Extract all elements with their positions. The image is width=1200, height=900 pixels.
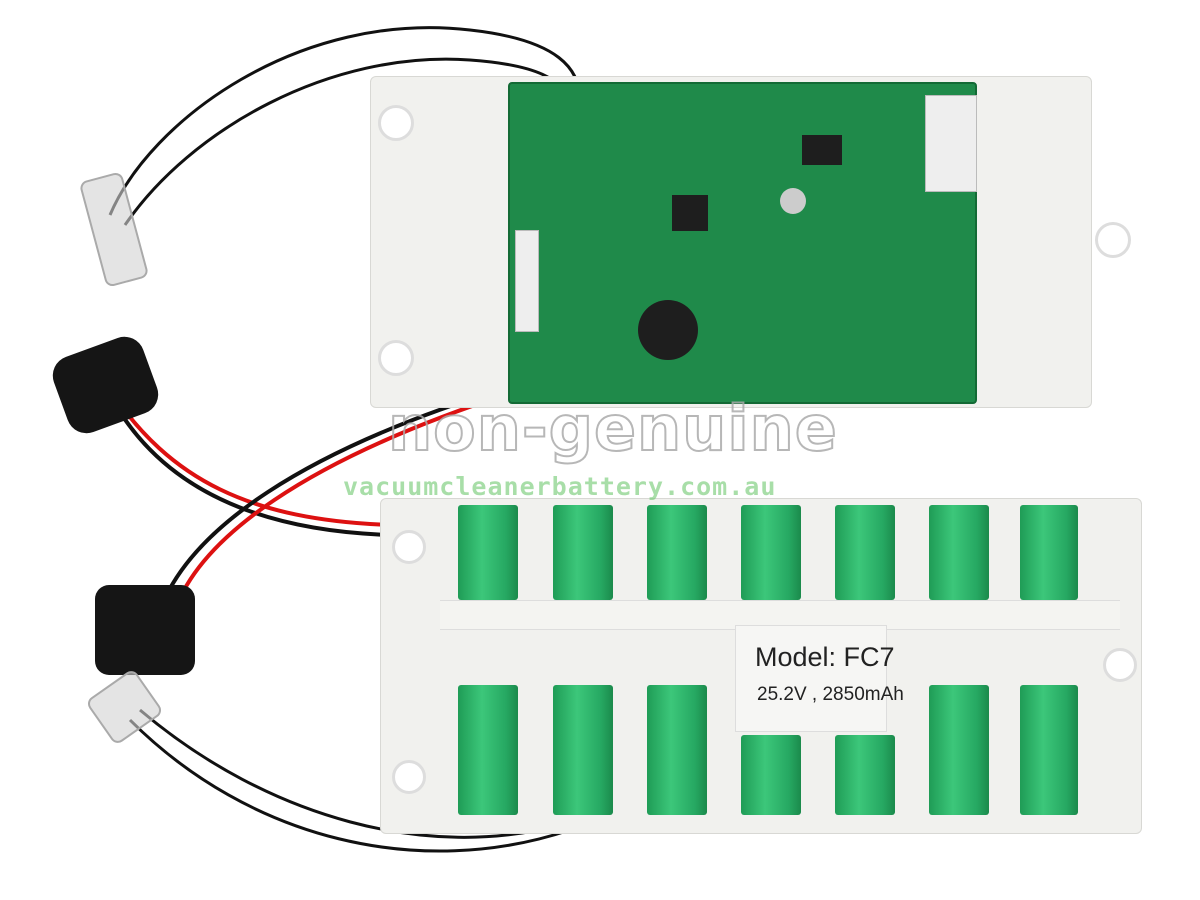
mount-hole <box>392 530 426 564</box>
battery-cell <box>1020 685 1078 815</box>
buzzer <box>638 300 698 360</box>
battery-cell <box>741 735 801 815</box>
battery-cell <box>741 505 801 600</box>
mount-hole <box>378 340 414 376</box>
wire-connector <box>515 230 539 332</box>
model-text: Model: FC7 <box>755 642 895 672</box>
battery-cell <box>553 685 613 815</box>
battery-cell <box>929 685 989 815</box>
mount-hole <box>1095 222 1131 258</box>
battery-cell <box>647 685 707 815</box>
battery-cell <box>647 505 707 600</box>
battery-cell <box>1020 505 1078 600</box>
mount-hole <box>378 105 414 141</box>
watermark-site: vacuumcleanerbattery.com.au <box>343 472 777 501</box>
plug-connector <box>95 585 195 675</box>
battery-cell <box>835 735 895 815</box>
battery-cell <box>458 505 518 600</box>
battery-cell <box>835 505 895 600</box>
battery-cell <box>929 505 989 600</box>
microcontroller-chip <box>672 195 708 231</box>
watermark-non-genuine: non-genuine <box>387 391 838 466</box>
mount-hole <box>392 760 426 794</box>
mount-hole <box>1103 648 1137 682</box>
circuit-board <box>508 82 977 404</box>
product-label <box>735 625 887 732</box>
capacitor <box>780 188 806 214</box>
spec-text: 25.2V , 2850mAh <box>757 684 904 705</box>
wire-connector <box>925 95 977 192</box>
ic-chip <box>802 135 842 165</box>
battery-cell <box>458 685 518 815</box>
battery-cell <box>553 505 613 600</box>
